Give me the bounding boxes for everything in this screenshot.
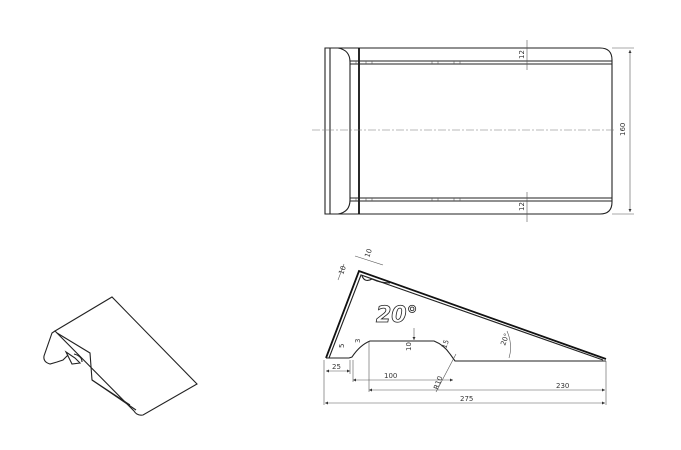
dim-base-length: 230: [556, 382, 569, 390]
dim-top-b: 10: [363, 248, 374, 259]
isometric-view: [43, 296, 198, 416]
dim-angle: 20°: [499, 332, 511, 346]
dim-cutout-depth: 10: [405, 342, 413, 351]
dim-foot-height: 5: [338, 344, 346, 348]
dim-cutout-length: 100: [384, 372, 397, 380]
side-view: 20° 10 20° 10 10 5 3 15 R10 25 100 230 2…: [323, 248, 607, 405]
dim-foot-length: 25: [332, 363, 341, 371]
top-view: 160 12 12: [312, 40, 634, 222]
dim-rail-top: 12: [518, 50, 526, 59]
dim-rail-bottom: 12: [518, 202, 526, 211]
dim-top-a: 10: [337, 265, 348, 276]
logo-20-degree: 20°: [376, 303, 418, 328]
dim-radius: R10: [432, 375, 444, 391]
dim-cutout-height: 3: [354, 339, 362, 343]
dim-width: 160: [619, 123, 627, 136]
dim-chamfer: 15: [440, 339, 451, 350]
dim-overall-length: 275: [460, 395, 473, 403]
